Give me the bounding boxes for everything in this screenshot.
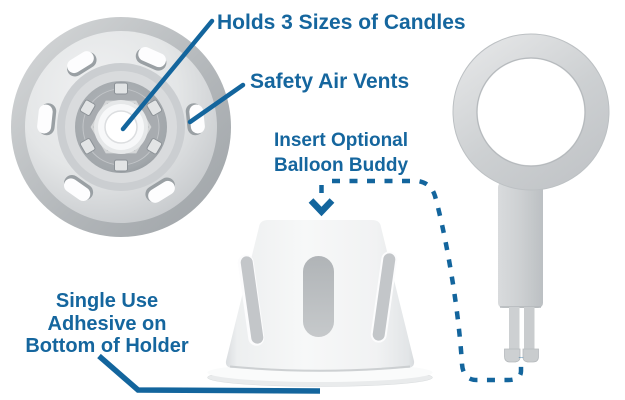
cone-base-shadow xyxy=(229,365,411,372)
annotation-air-vents: Safety Air Vents xyxy=(250,70,410,93)
annotation-candle-sizes: Holds 3 Sizes of Candles xyxy=(217,11,466,34)
hub-hex-clip-outline xyxy=(90,100,152,154)
vent-slot xyxy=(37,103,57,136)
callout-lines xyxy=(97,18,524,394)
cone-slot-left xyxy=(237,254,265,346)
candle-holder-top-view xyxy=(11,17,231,237)
annotation-balloon-buddy: Insert Optional Balloon Buddy xyxy=(273,130,409,176)
hub-tab xyxy=(114,159,128,172)
balloon-buddy-tool xyxy=(452,33,610,363)
buddy-stem xyxy=(498,182,543,308)
leader-line-air-vents xyxy=(187,82,246,125)
hub-tabs-group xyxy=(79,82,163,172)
vent-slot xyxy=(67,51,97,77)
leader-line-candle-sizes xyxy=(120,18,215,132)
buddy-ring-inner-edge xyxy=(476,57,586,167)
air-vents-group xyxy=(37,47,205,203)
hub-tab xyxy=(114,82,128,95)
hub-tab xyxy=(146,99,163,116)
vent-slot xyxy=(63,175,94,201)
cone-slot-right xyxy=(370,251,398,343)
hub-tab xyxy=(79,138,96,155)
arrow-down-icon xyxy=(308,198,335,217)
leader-line-adhesive xyxy=(97,353,321,394)
buddy-prongs xyxy=(504,307,539,363)
candle-holder-side-view xyxy=(207,220,433,387)
hub-tab xyxy=(146,138,163,155)
cone-slot-center xyxy=(303,256,334,337)
hub-tab xyxy=(79,99,96,116)
vent-slot xyxy=(145,177,175,203)
annotation-adhesive: Single Use Adhesive on Bottom of Holder xyxy=(25,290,189,357)
vent-slot xyxy=(135,47,167,71)
